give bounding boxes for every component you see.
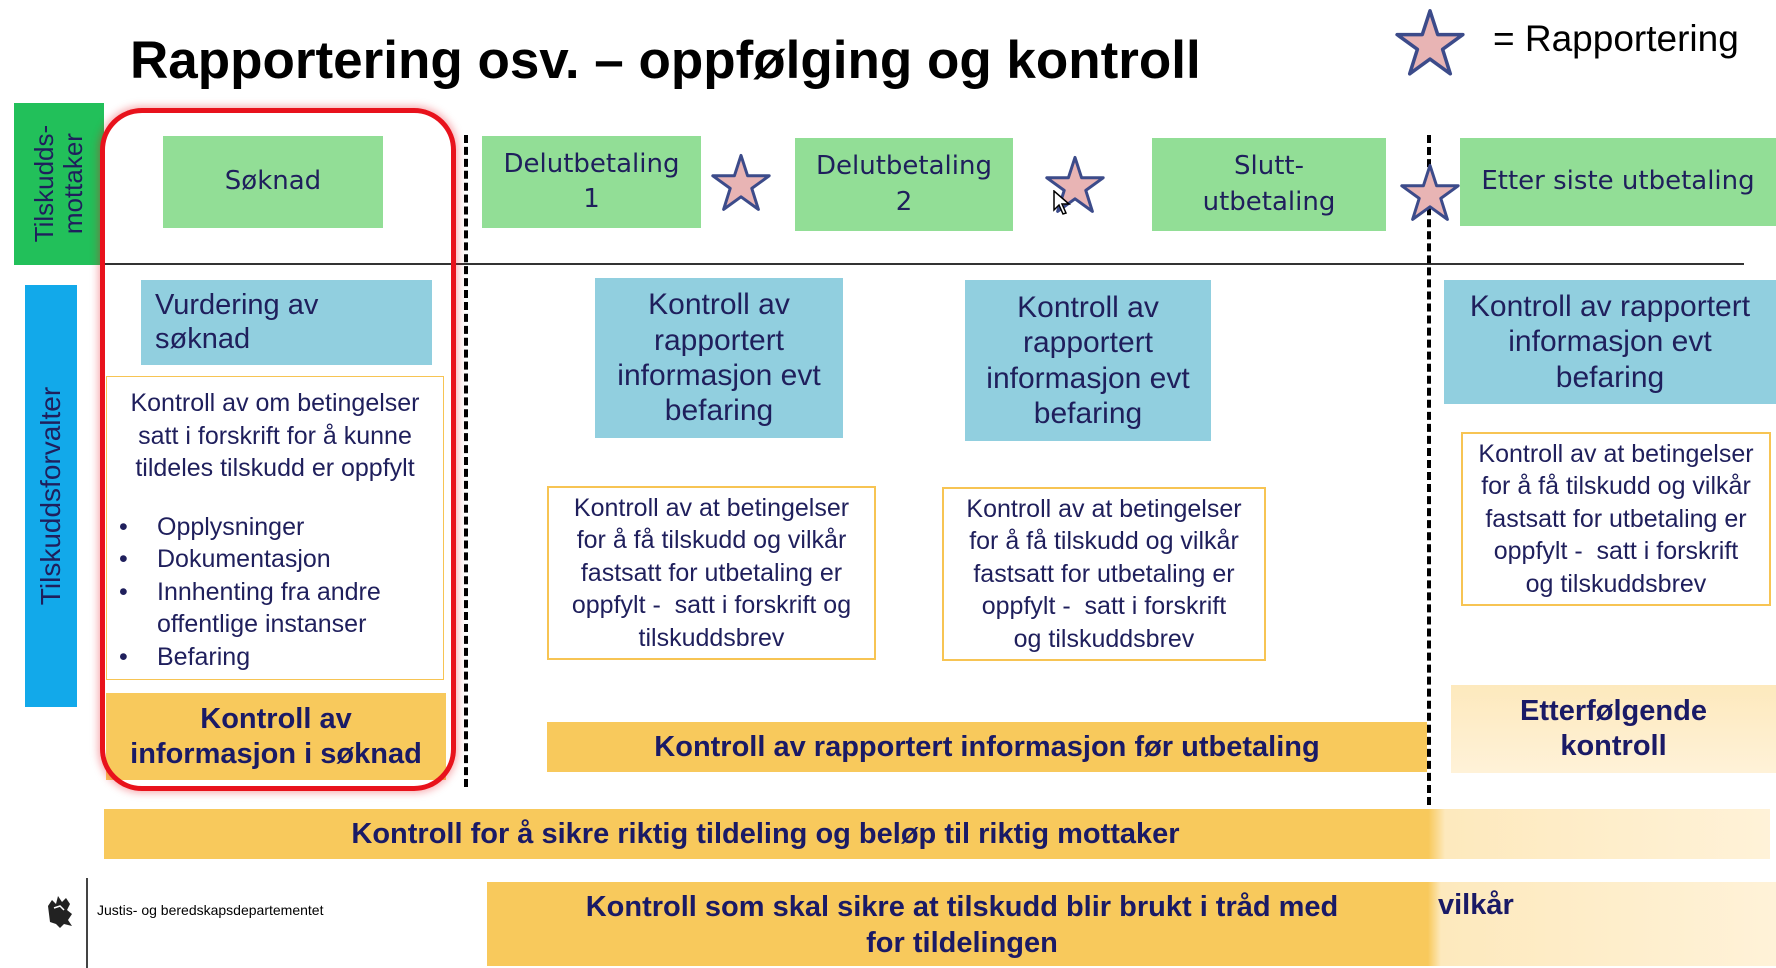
col1-bullet-list: Opplysninger Dokumentasjon Innhenting fr… bbox=[115, 511, 435, 674]
col3-header: Kontroll av rapportert informasjon evt b… bbox=[965, 280, 1211, 441]
col1-bullet: Opplysninger bbox=[115, 511, 435, 544]
page-title: Rapportering osv. – oppfølging og kontro… bbox=[130, 31, 1201, 90]
bar-usage-control-tail: vilkår bbox=[1438, 889, 1514, 921]
bar-pre-payment-control: Kontroll av rapportert informasjon før u… bbox=[547, 722, 1427, 772]
footer-divider bbox=[86, 878, 88, 968]
stage-application: Søknad bbox=[163, 136, 383, 228]
bar-correct-allocation: Kontroll for å sikre riktig tildeling og… bbox=[351, 817, 1180, 850]
sidebar-recipient: Tilskudds- mottaker bbox=[14, 103, 104, 265]
stage-label: Søknad bbox=[224, 166, 322, 197]
col1-footer: Kontroll av informasjon i søknad bbox=[106, 693, 446, 780]
bar-bottom-background bbox=[487, 882, 1776, 966]
col4-footer: Etterfølgende kontroll bbox=[1451, 685, 1776, 773]
col1-bullet: Dokumentasjon bbox=[115, 543, 435, 576]
col1-body: Kontroll av om betingelser satt i forskr… bbox=[106, 376, 444, 680]
coat-of-arms-icon bbox=[48, 896, 72, 928]
stage-label: Delutbetaling 2 bbox=[816, 151, 992, 217]
col4-header: Kontroll av rapportert informasjon evt b… bbox=[1444, 280, 1776, 404]
footer-org-name: Justis- og beredskapsdepartementet bbox=[97, 902, 324, 918]
cursor-icon bbox=[1053, 190, 1071, 215]
stage-label: Etter siste utbetaling bbox=[1481, 166, 1755, 197]
stage-label: Slutt- utbetaling bbox=[1202, 151, 1336, 217]
stage-final-payment: Slutt- utbetaling bbox=[1152, 138, 1386, 231]
stage-partial-payment-1: Delutbetaling 1 bbox=[482, 136, 701, 228]
stage-divider-2 bbox=[1427, 135, 1431, 805]
reporting-star-icon bbox=[1045, 155, 1105, 213]
sidebar-administrator-label: Tilskuddsforvalter bbox=[35, 386, 66, 606]
row-divider bbox=[104, 263, 1744, 265]
col1-header: Vurdering av søknad bbox=[141, 280, 432, 365]
col4-body: Kontroll av at betingelser for å få tils… bbox=[1461, 432, 1771, 606]
bar-wide-background bbox=[104, 809, 1770, 859]
stage-partial-payment-2: Delutbetaling 2 bbox=[795, 138, 1013, 231]
reporting-star-icon bbox=[711, 153, 771, 211]
highlight-frame bbox=[100, 108, 456, 791]
reporting-star-icon bbox=[1400, 163, 1460, 221]
col3-body: Kontroll av at betingelser for å få tils… bbox=[942, 487, 1266, 661]
sidebar-administrator: Tilskuddsforvalter bbox=[25, 285, 77, 707]
col1-bullet: Innhenting fra andre offentlige instanse… bbox=[115, 576, 435, 641]
col2-header: Kontroll av rapportert informasjon evt b… bbox=[595, 278, 843, 438]
col1-bullet: Befaring bbox=[115, 641, 435, 674]
stage-label: Delutbetaling 1 bbox=[503, 148, 680, 214]
legend-star-icon bbox=[1395, 9, 1465, 76]
sidebar-recipient-label: Tilskudds- mottaker bbox=[29, 125, 89, 243]
col1-body-intro: Kontroll av om betingelser satt i forskr… bbox=[130, 389, 420, 482]
stage-after-last-payment: Etter siste utbetaling bbox=[1460, 138, 1776, 226]
col2-body: Kontroll av at betingelser for å få tils… bbox=[547, 486, 876, 660]
legend-label: = Rapportering bbox=[1493, 18, 1739, 59]
stage-divider-1 bbox=[464, 135, 468, 787]
bar-usage-control: Kontroll som skal sikre at tilskudd blir… bbox=[585, 890, 1339, 959]
